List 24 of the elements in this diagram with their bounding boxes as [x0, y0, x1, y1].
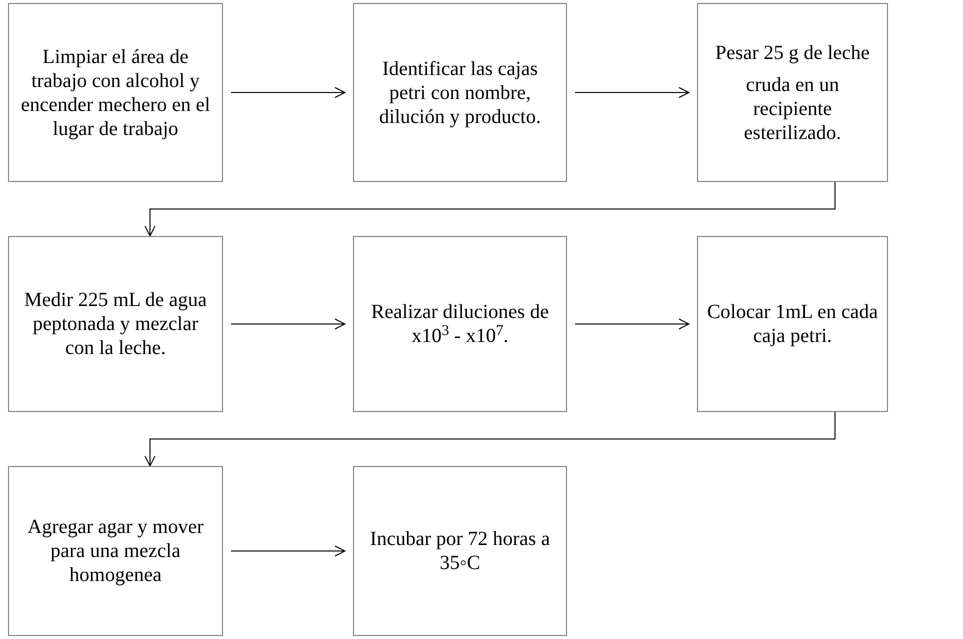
arrow [230, 546, 346, 556]
arrow [230, 87, 346, 98]
arrow [574, 318, 690, 330]
process-box [697, 3, 888, 182]
step-text: Identificar las cajas petri con nombre, dilución y producto. [378, 56, 542, 128]
process-box [353, 3, 567, 182]
arrow [144, 412, 836, 466]
process-box [8, 3, 223, 182]
step-text: Limpiar el área de trabajo con alcohol y encender mechero en el lugar de trabajo [20, 44, 212, 140]
step-text: Incubar por 72 horas a 35◦C [369, 527, 551, 575]
step-text: Agregar agar y mover para una mezcla homogenea [26, 515, 205, 587]
step-text: Realizar diluciones de x10$^{3}$ - x10$^{7}$. [370, 300, 550, 348]
process-box [353, 236, 567, 412]
step-text: Medir 225 mL de agua peptonada y mezclar con la leche. [23, 288, 208, 360]
arrow [230, 318, 346, 330]
process-box [8, 466, 223, 636]
process-box [8, 236, 223, 412]
step-text: Pesar 25 g de leche [715, 40, 870, 64]
step-text: cruda en un recipiente esterilizado. [742, 72, 842, 144]
process-box [353, 466, 567, 636]
arrow [574, 87, 690, 98]
process-box [697, 236, 888, 412]
step-text: Colocar 1mL en cada caja petri. [706, 300, 879, 348]
arrow [144, 182, 836, 236]
